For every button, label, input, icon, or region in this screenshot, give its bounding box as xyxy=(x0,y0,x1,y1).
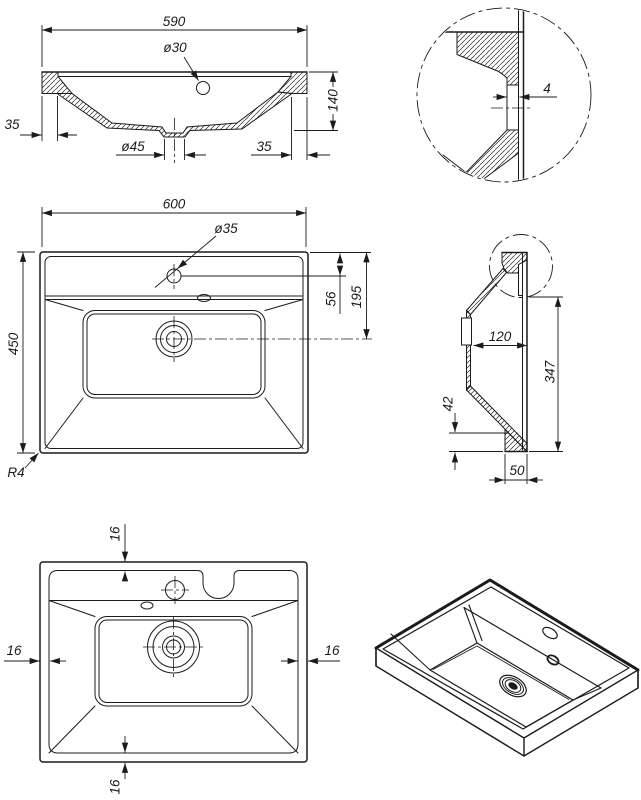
bottom-bowl-outer xyxy=(94,616,253,707)
detail-rim-section xyxy=(456,31,519,86)
plan-deck-edge xyxy=(44,295,304,300)
plan-overflow-hole xyxy=(197,294,211,302)
extension-lines-50 xyxy=(504,454,528,484)
dim-plan-tap-hole: ø35 xyxy=(214,221,238,236)
bottom-inner-rim-with-overflow-notch xyxy=(48,570,299,754)
detail-lip-pocket xyxy=(506,84,519,131)
detail-callout-circle xyxy=(489,234,553,298)
iso-overflow-hole xyxy=(546,654,560,666)
bottom-bowl-corner-slants xyxy=(48,600,299,754)
tap-hole-front xyxy=(196,81,210,95)
iso-deck-edge xyxy=(463,606,602,689)
plan-bowl-bottom-inner xyxy=(86,313,262,395)
dim-front-height: 140 xyxy=(326,89,341,112)
plan-bowl-corner-slants xyxy=(44,299,304,449)
iso-rim-inner-edge xyxy=(382,586,630,730)
dim-side-base-slope: 42 xyxy=(441,396,456,412)
iso-drain-mid xyxy=(504,679,522,693)
dim-bottom-wall-bottom: 16 xyxy=(108,779,123,795)
dim-plan-depth: 450 xyxy=(6,332,21,355)
dim-detail-thickness: 4 xyxy=(543,81,551,96)
detail-lower-wall-section xyxy=(465,129,519,181)
extension-lines-drain xyxy=(164,139,185,160)
plan-bowl-bottom-outer xyxy=(82,310,266,399)
plan-drain-centerlines xyxy=(152,316,372,362)
iso-bowl-bottom xyxy=(429,642,574,728)
extension-lines-35-left xyxy=(41,96,58,141)
bottom-drain-centerlines xyxy=(143,617,204,677)
leader-tap-hole-plan xyxy=(177,235,217,269)
isometric-view xyxy=(374,578,640,757)
dim-side-inner-depth: 120 xyxy=(489,329,512,344)
iso-body-edges xyxy=(375,647,639,757)
bowl-wall-section xyxy=(55,91,294,138)
detail-section-content xyxy=(439,9,531,181)
bottom-tap-centerlines xyxy=(161,576,189,604)
iso-corner-slants xyxy=(390,633,602,701)
dim-plan-width: 600 xyxy=(163,197,186,212)
dim-side-mounting-height: 347 xyxy=(543,360,558,383)
dim-bottom-wall-top: 16 xyxy=(108,526,123,542)
iso-drain-opening xyxy=(508,682,518,690)
side-lip-pocket xyxy=(518,272,523,296)
dim-bottom-wall-left: 16 xyxy=(6,643,22,658)
leader-tap-hole-plan-tail xyxy=(154,267,179,288)
dim-side-base-depth: 50 xyxy=(509,463,525,478)
side-base-slope-section xyxy=(465,385,528,453)
side-section-view: 120 347 42 50 xyxy=(441,234,563,484)
side-rim-section xyxy=(501,252,528,274)
iso-rim-back-edges xyxy=(374,578,640,672)
leader-tap-hole-front xyxy=(183,56,199,81)
leader-corner-radius xyxy=(24,452,39,469)
plan-view: 600 ø35 450 56 195 R4 xyxy=(6,197,372,480)
iso-drain-outer xyxy=(499,674,527,698)
extension-lines-42 xyxy=(449,432,508,452)
detail-wall-edge xyxy=(442,154,467,173)
detail-boundary-circle xyxy=(416,7,592,183)
dim-plan-corner-radius: R4 xyxy=(7,465,24,480)
dim-plan-drain-offset: 195 xyxy=(349,285,364,308)
iso-back-left-corner-slant xyxy=(463,604,483,644)
dim-front-rim-right: 35 xyxy=(256,139,272,154)
bottom-view: 16 16 16 16 xyxy=(4,524,340,795)
bottom-outer-outline xyxy=(39,561,308,763)
dim-front-drain: ø45 xyxy=(121,139,145,154)
right-rim-section xyxy=(277,71,308,94)
front-section-view: 590 ø30 140 35 ø45 35 xyxy=(4,14,341,163)
iso-bowl-bottom-fillet xyxy=(432,645,570,700)
bottom-drain-mid xyxy=(162,635,185,659)
dim-plan-tap-offset: 56 xyxy=(324,291,339,307)
left-rim-section xyxy=(41,71,74,94)
iso-tap-hole xyxy=(542,626,558,640)
extension-lines-35-right xyxy=(291,97,308,160)
rim-detail-view: 4 xyxy=(416,7,592,183)
side-deck-slope-section xyxy=(465,267,508,316)
dim-bottom-wall-right: 16 xyxy=(324,643,340,658)
plan-outer-outline xyxy=(39,251,309,454)
dim-front-width: 590 xyxy=(163,14,186,29)
iso-drain-ring xyxy=(502,677,524,695)
plan-inner-rim xyxy=(44,256,304,449)
dim-front-rim-left: 35 xyxy=(4,117,20,132)
side-overflow-channel xyxy=(461,317,472,346)
bottom-overflow-hole xyxy=(140,601,154,610)
dim-front-tap-hole: ø30 xyxy=(163,40,187,55)
